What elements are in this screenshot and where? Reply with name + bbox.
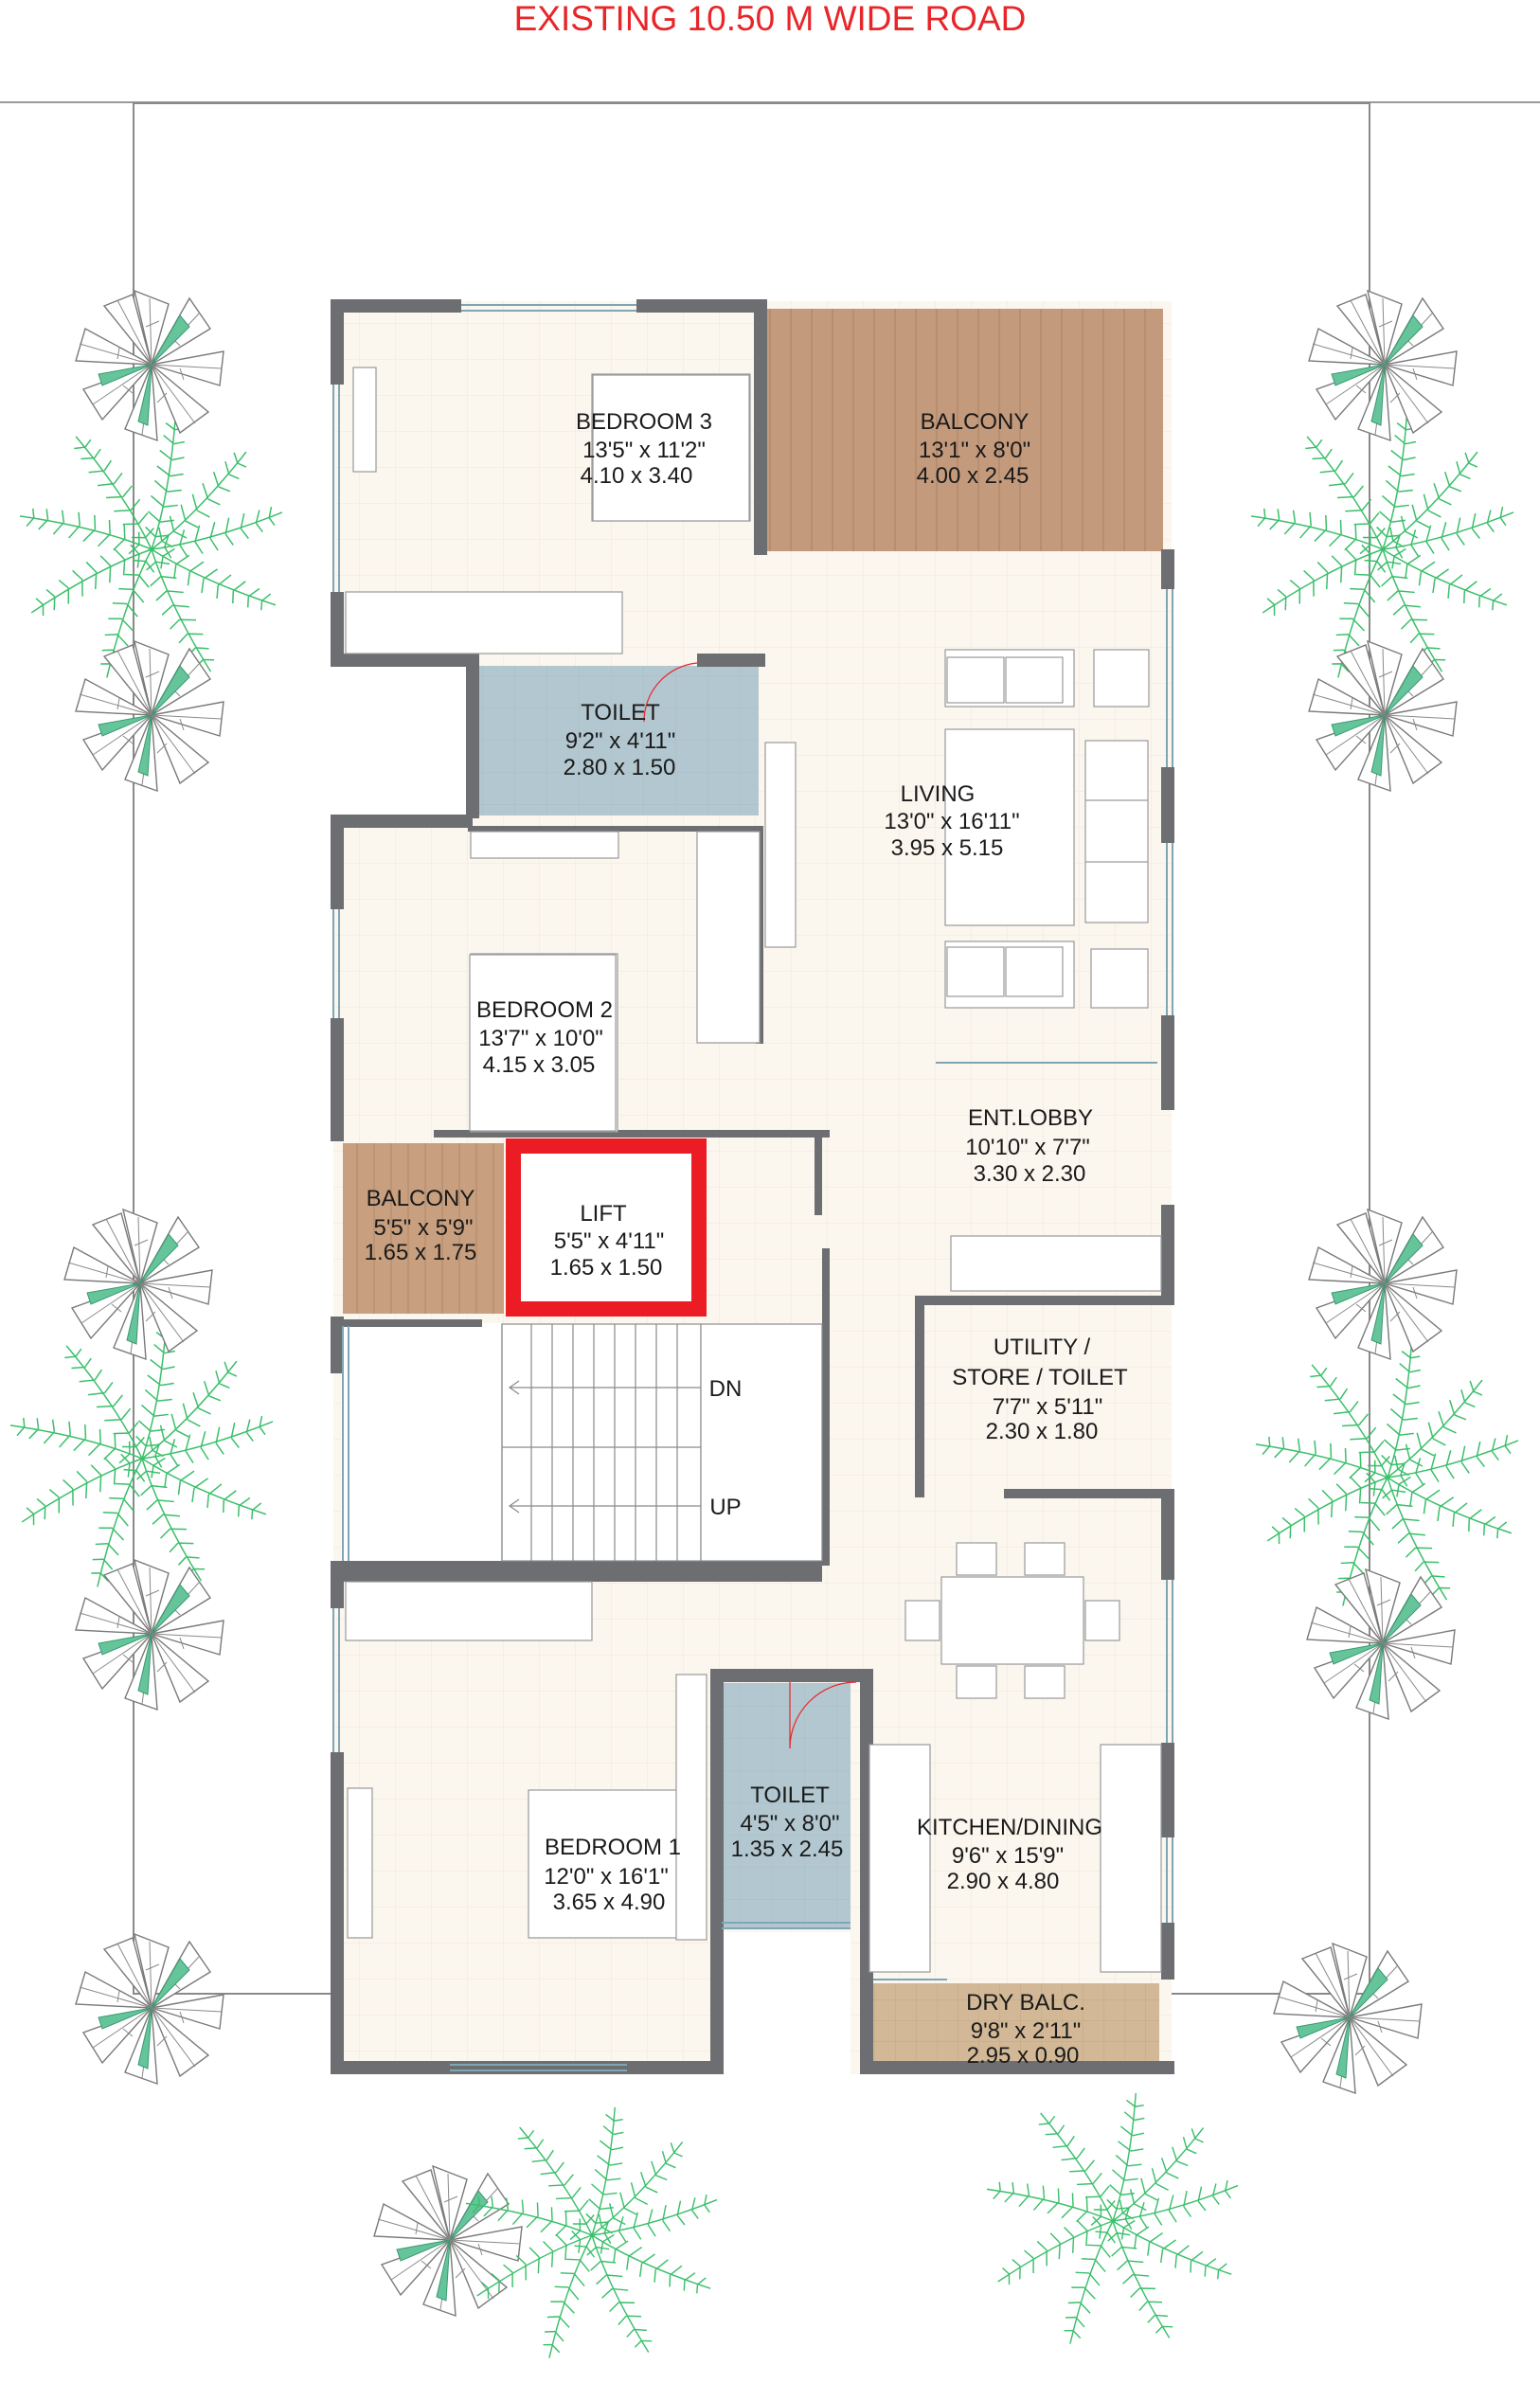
- bedroom1-name: BEDROOM 1: [545, 1835, 681, 1860]
- utility-name-line1: UTILITY /: [994, 1335, 1091, 1360]
- dry-balc-imperial: 9'8" x 2'11": [971, 2018, 1082, 2044]
- living-name: LIVING: [901, 781, 976, 807]
- doors: [643, 662, 857, 1749]
- toilet-top-metric: 2.80 x 1.50: [564, 755, 676, 780]
- bedroom3-name: BEDROOM 3: [576, 409, 712, 435]
- toilet-top-imperial: 9'2" x 4'11": [565, 728, 676, 754]
- bedroom2-metric: 4.15 x 3.05: [483, 1052, 596, 1078]
- balcony-small-name: BALCONY: [367, 1186, 475, 1211]
- bedroom2-imperial: 13'7" x 10'0": [478, 1026, 603, 1051]
- windows: [332, 304, 1173, 2071]
- kitchen-imperial: 9'6" x 15'9": [952, 1843, 1064, 1869]
- lift-frame: [506, 1138, 707, 1317]
- road-label: EXISTING 10.50 M WIDE ROAD: [513, 0, 1027, 38]
- bedroom3-metric: 4.10 x 3.40: [581, 463, 693, 489]
- ent-lobby-metric: 3.30 x 2.30: [974, 1161, 1086, 1187]
- toilet-bottom-imperial: 4'5" x 8'0": [741, 1811, 840, 1837]
- left-landscape: [8, 290, 282, 2085]
- toilet-top-name: TOILET: [581, 700, 660, 726]
- lift-name: LIFT: [580, 1201, 627, 1227]
- bedroom3-imperial: 13'5" x 11'2": [582, 438, 706, 463]
- balcony-small-metric: 1.65 x 1.75: [365, 1240, 477, 1265]
- ent-lobby-name: ENT.LOBBY: [968, 1105, 1093, 1131]
- balcony-small-imperial: 5'5" x 5'9": [374, 1215, 474, 1241]
- dry-balc-name: DRY BALC.: [966, 1990, 1085, 2016]
- lift-metric: 1.65 x 1.50: [550, 1255, 663, 1281]
- dry-balcony-floor: [873, 1983, 1159, 2069]
- utility-name-line2: STORE / TOILET: [952, 1365, 1128, 1390]
- furniture: [345, 367, 1162, 1973]
- kitchen-metric: 2.90 x 4.80: [947, 1869, 1060, 1894]
- balcony-top-imperial: 13'1" x 8'0": [919, 438, 1030, 463]
- room-labels: BEDROOM 3 13'5" x 11'2" 4.10 x 3.40 BALC…: [365, 409, 1128, 2069]
- utility-metric: 2.30 x 1.80: [986, 1419, 1099, 1444]
- living-imperial: 13'0" x 16'11": [884, 809, 1019, 834]
- living-metric: 3.95 x 5.15: [891, 835, 1004, 861]
- balcony-small-floor: [343, 1143, 504, 1314]
- bedroom1-imperial: 12'0" x 16'1": [544, 1864, 669, 1890]
- balcony-top-floor: [763, 309, 1163, 551]
- toilet-top-floor: [478, 666, 759, 815]
- toilet-bottom-name: TOILET: [750, 1783, 830, 1808]
- stairs-down-label: DN: [709, 1376, 743, 1402]
- ent-lobby-imperial: 10'10" x 7'7": [965, 1135, 1090, 1160]
- bedroom1-metric: 3.65 x 4.90: [553, 1890, 666, 1915]
- balcony-top-metric: 4.00 x 2.45: [917, 463, 1030, 489]
- lift-imperial: 5'5" x 4'11": [554, 1228, 665, 1254]
- toilet-bottom-metric: 1.35 x 2.45: [731, 1837, 844, 1862]
- bottom-landscape: [373, 2091, 1238, 2361]
- staircase: [501, 1323, 823, 1562]
- balcony-top-name: BALCONY: [921, 409, 1030, 435]
- stairs-up-label: UP: [709, 1495, 741, 1520]
- toilet-bottom-floor: [722, 1683, 851, 1927]
- dry-balc-metric: 2.95 x 0.90: [967, 2043, 1080, 2069]
- utility-imperial: 7'7" x 5'11": [993, 1394, 1103, 1420]
- right-landscape: [1248, 290, 1518, 2094]
- bedroom2-name: BEDROOM 2: [476, 997, 613, 1023]
- kitchen-name: KITCHEN/DINING: [917, 1815, 1102, 1840]
